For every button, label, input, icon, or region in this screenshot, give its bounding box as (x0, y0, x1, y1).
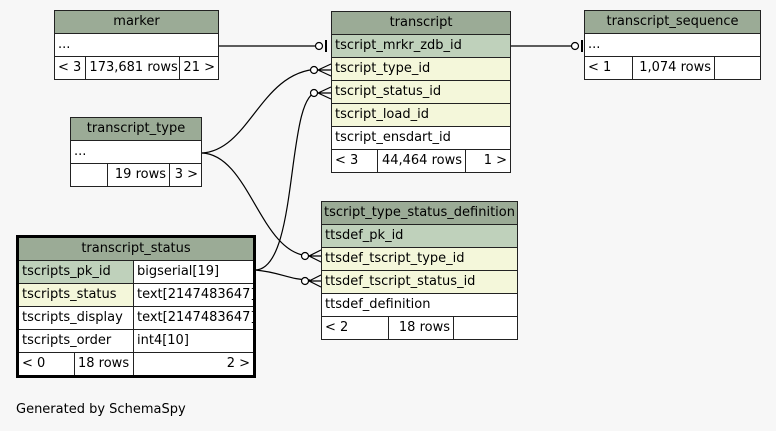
children-count: 2 > (226, 356, 250, 371)
column-row: ttsdef_pk_id (322, 225, 517, 248)
table-title: transcript_sequence (585, 11, 760, 34)
column-row: ttsdef_tscript_type_id (322, 248, 517, 271)
column-name: tscripts_order (19, 330, 134, 352)
row-count: 173,681 rows (86, 57, 181, 79)
children-count (454, 317, 517, 339)
column-row: tscript_ensdart_id (332, 127, 510, 150)
column-row: ... (585, 34, 760, 57)
generated-by-text: Generated by SchemaSpy (16, 402, 186, 417)
edge-status-ttsdef (254, 269, 311, 281)
row-count: 44,464 rows (378, 150, 466, 172)
parents-count: < 3 (332, 150, 378, 172)
table-footer: < 1 1,074 rows (585, 57, 760, 79)
table-footer: < 2 18 rows (322, 317, 517, 339)
column-row: tscripts_pk_id bigserial[19] (19, 261, 253, 284)
table-transcript-type[interactable]: transcript_type ... 19 rows 3 > (70, 117, 202, 187)
table-transcript-status[interactable]: transcript_status tscripts_pk_id bigseri… (16, 235, 256, 378)
children-count: 21 > (183, 60, 215, 75)
column-row: tscript_mrkr_zdb_id (332, 35, 510, 58)
column-type: text[2147483647] (137, 310, 253, 325)
column-type: text[2147483647] (134, 284, 253, 306)
table-transcript-sequence[interactable]: transcript_sequence ... < 1 1,074 rows (584, 10, 761, 80)
column-row: tscripts_status text[2147483647] (19, 284, 253, 307)
row-count: 18 rows (389, 317, 454, 339)
column-row: tscript_status_id (332, 81, 510, 104)
column-row: ttsdef_definition (322, 294, 517, 317)
column-name: tscripts_pk_id (19, 261, 134, 283)
table-marker[interactable]: marker ... < 3 173,681 rows 21 > (54, 10, 219, 80)
parents-count: < 2 (322, 317, 389, 339)
column-type: bigserial[19] (134, 261, 253, 283)
column-row: ttsdef_tscript_status_id (322, 271, 517, 294)
row-count: 18 rows (75, 353, 134, 375)
column-row: tscript_load_id (332, 104, 510, 127)
children-count: 3 > (174, 167, 198, 182)
table-title: transcript_status (19, 238, 253, 261)
parents-count: < 3 (55, 57, 87, 79)
table-transcript[interactable]: transcript tscript_mrkr_zdb_id tscript_t… (331, 11, 511, 173)
table-title: transcript (332, 12, 510, 35)
row-count: 1,074 rows (633, 57, 715, 79)
children-count (715, 57, 760, 79)
table-footer: < 3 173,681 rows 21 > (55, 57, 218, 79)
column-row: tscripts_order int4[10] (19, 330, 253, 353)
column-row: tscripts_display text[2147483647] (19, 307, 253, 330)
parents-count: < 0 (19, 353, 75, 375)
edge-status-transcript (254, 91, 319, 271)
table-footer: 19 rows 3 > (71, 164, 201, 186)
table-footer: < 0 18 rows 2 > (19, 353, 253, 375)
children-count: 1 > (483, 153, 507, 168)
table-tscript-type-status-definition[interactable]: tscript_type_status_definition ttsdef_pk… (321, 201, 518, 340)
column-row: tscript_type_id (332, 58, 510, 81)
column-name: tscripts_status (19, 284, 134, 306)
column-type: int4[10] (137, 333, 189, 348)
table-title: transcript_type (71, 118, 201, 141)
table-title: marker (55, 11, 218, 34)
table-title: tscript_type_status_definition (322, 202, 517, 225)
column-row: ... (55, 34, 218, 57)
edge-type-transcript (201, 68, 319, 154)
row-count: 19 rows (108, 164, 170, 186)
column-row: ... (71, 141, 201, 164)
parents-count: < 1 (585, 57, 633, 79)
parents-count (71, 164, 108, 186)
column-name: tscripts_display (19, 307, 134, 329)
table-footer: < 3 44,464 rows 1 > (332, 150, 510, 172)
edge-type-ttsdef (201, 152, 311, 257)
